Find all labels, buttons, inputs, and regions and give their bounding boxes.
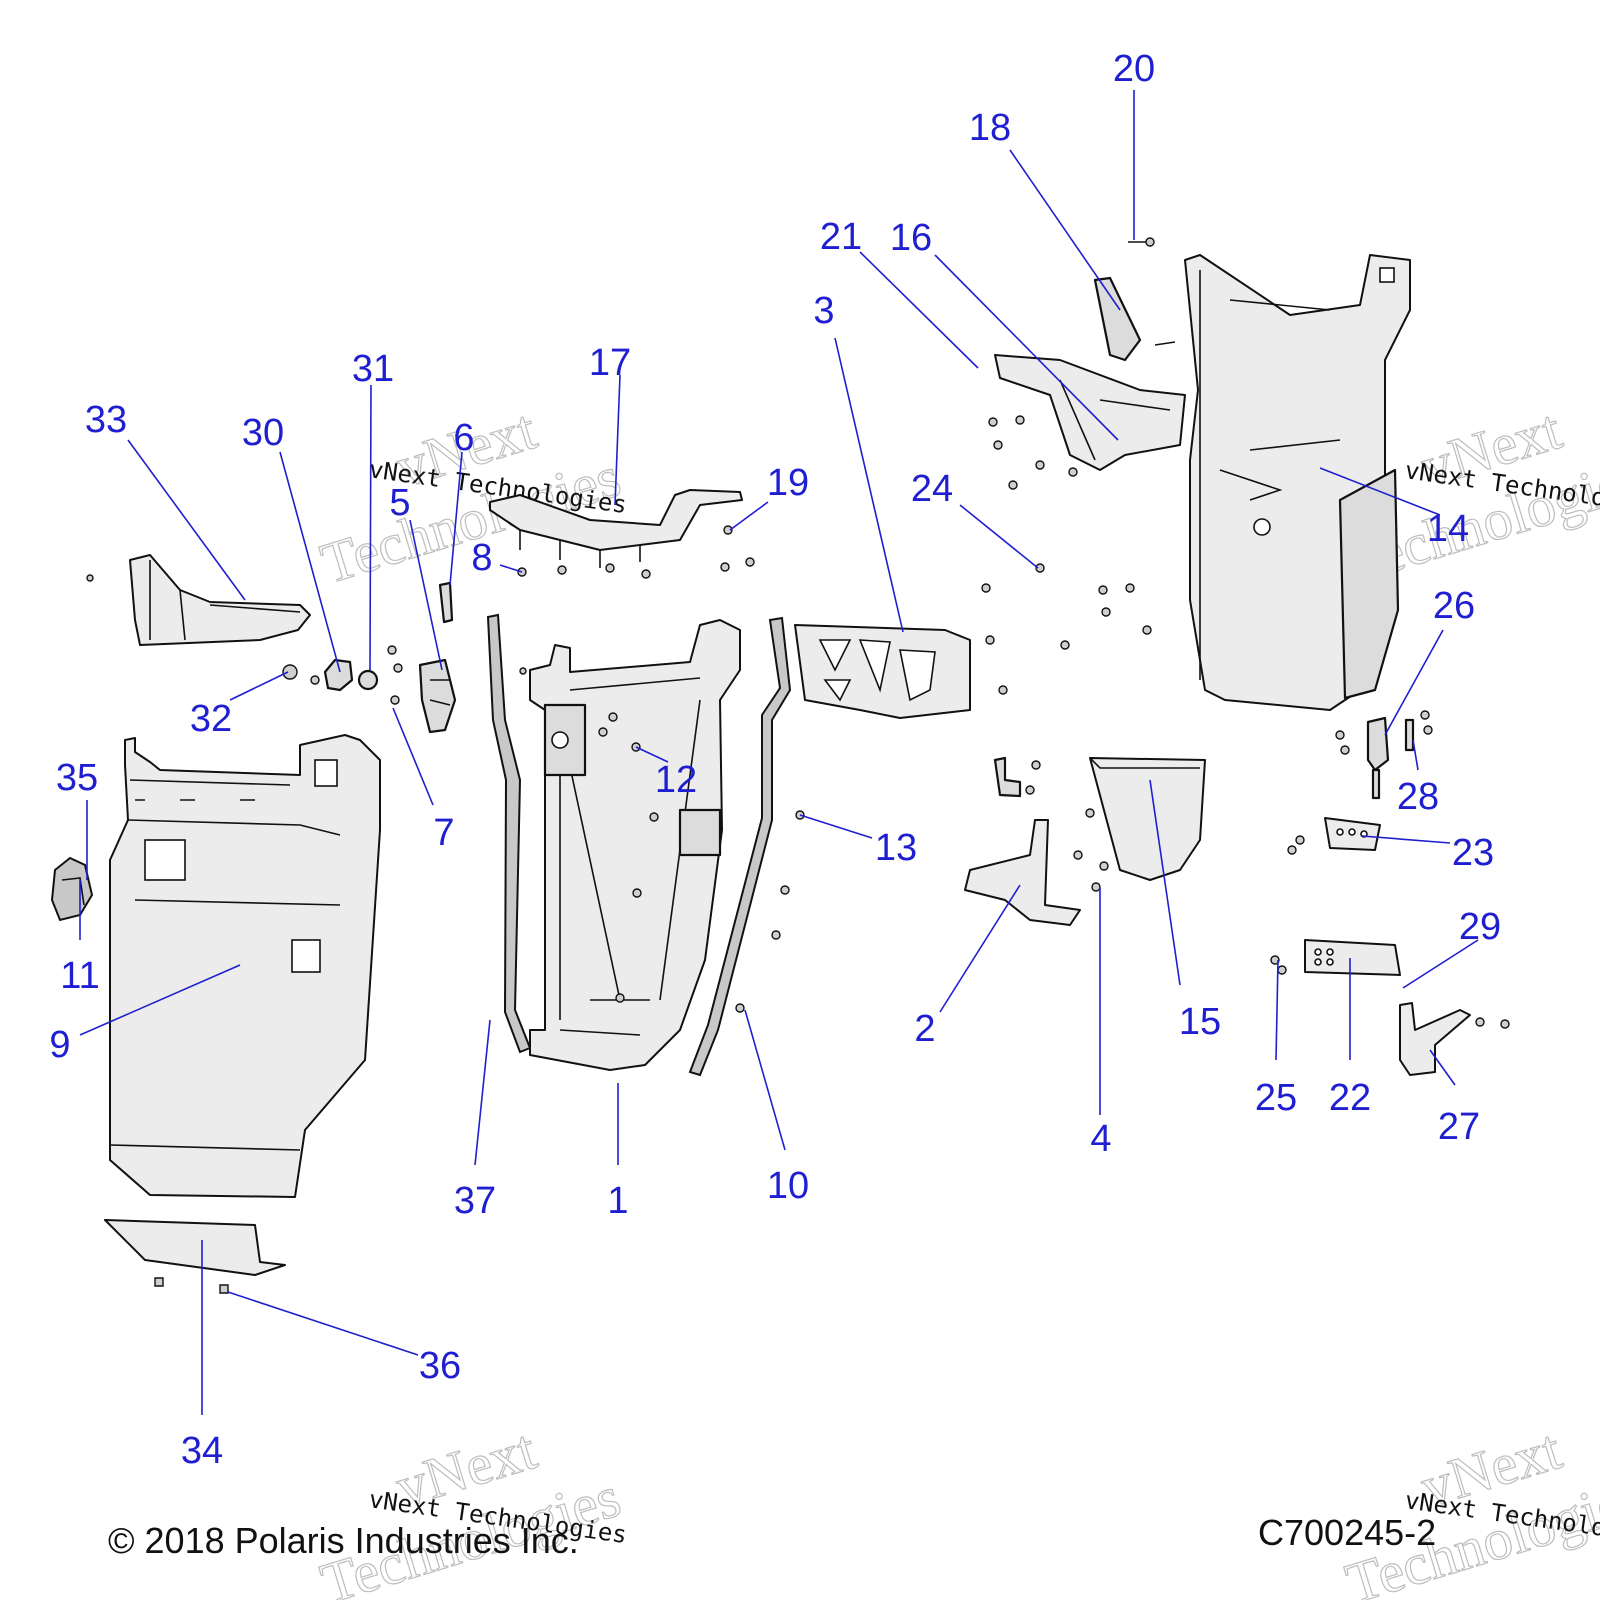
part-10-seal-right [688, 616, 792, 1077]
callout-8: 8 [471, 537, 492, 579]
part-6-striker [438, 581, 454, 624]
callout-31: 31 [352, 348, 394, 390]
callout-33: 33 [85, 399, 127, 441]
callout-25: 25 [1255, 1077, 1297, 1119]
callout-37: 37 [454, 1180, 496, 1222]
part-30-hinge-bracket [323, 658, 354, 692]
part-14-outer-door-shell [1184, 254, 1411, 711]
part-22-plate [1304, 939, 1401, 976]
callout-32: 32 [190, 698, 232, 740]
part-26-hinge [1366, 716, 1390, 800]
part-37-seal-left [486, 613, 532, 1054]
part-15-pocket [1089, 757, 1206, 881]
callout-18: 18 [969, 107, 1011, 149]
leader-14 [1319, 467, 1441, 516]
leader-2 [939, 884, 1021, 1013]
callout-13: 13 [875, 827, 917, 869]
leader-36 [227, 1291, 419, 1356]
callout-labels: 1234567891011121314151617181920212223242… [49, 48, 1501, 1472]
leader-30 [279, 451, 341, 673]
copyright-notice: © 2018 Polaris Industries Inc. [108, 1520, 579, 1561]
callout-35: 35 [56, 757, 98, 799]
leader-32 [229, 671, 289, 701]
leader-13 [799, 814, 873, 839]
leader-9 [79, 964, 241, 1036]
part-23-plate [1324, 817, 1381, 851]
part-bracket-small [993, 756, 1022, 798]
part-2-lower-bracket [964, 819, 1081, 926]
callout-5: 5 [389, 482, 410, 524]
leader-37 [474, 1019, 491, 1166]
part-17-top-bracket [489, 489, 743, 568]
callout-11: 11 [60, 955, 99, 997]
callout-28: 28 [1397, 776, 1439, 818]
leader-16 [934, 254, 1119, 441]
part-27-bracket [1399, 1002, 1471, 1076]
part-31-bushing [357, 669, 379, 691]
leader-28 [1412, 739, 1419, 771]
leader-25 [1275, 959, 1279, 1061]
part-34-bottom-trim [104, 1219, 286, 1294]
leader-17 [614, 374, 621, 506]
callout-6: 6 [453, 417, 474, 459]
callout-30: 30 [242, 412, 284, 454]
leader-19 [729, 501, 769, 531]
callout-22: 22 [1329, 1077, 1371, 1119]
callout-27: 27 [1438, 1106, 1480, 1148]
drawing-number: C700245-2 [1258, 1512, 1437, 1553]
leader-24 [959, 504, 1039, 569]
fastener-group [86, 415, 1510, 1029]
leader-8 [499, 564, 523, 573]
callout-34: 34 [181, 1430, 223, 1472]
callout-23: 23 [1452, 832, 1494, 874]
callout-21: 21 [820, 216, 862, 258]
leader-31 [369, 384, 372, 671]
leader-23 [1361, 835, 1451, 844]
part-9-lower-door-panel [109, 734, 381, 1198]
callout-24: 24 [911, 468, 953, 510]
leader-33 [127, 439, 246, 601]
callout-4: 4 [1090, 1118, 1111, 1160]
leader-15 [1149, 779, 1181, 986]
leader-29 [1402, 939, 1479, 989]
leader-18 [1009, 149, 1121, 311]
callout-9: 9 [49, 1024, 70, 1066]
callout-14: 14 [1427, 508, 1469, 550]
leader-12 [635, 746, 669, 763]
leader-26 [1384, 629, 1444, 736]
part-33-upper-trim [129, 554, 311, 646]
callout-16: 16 [890, 217, 932, 259]
callout-20: 20 [1113, 48, 1155, 90]
part-28-pin [1404, 718, 1415, 752]
part-5-latch-assembly [418, 658, 457, 734]
callout-19: 19 [767, 462, 809, 504]
callout-2: 2 [914, 1008, 935, 1050]
callout-29: 29 [1459, 906, 1501, 948]
leader-6 [449, 451, 463, 586]
part-20-bolt [1128, 237, 1176, 346]
leader-7 [392, 707, 434, 806]
callout-3: 3 [813, 290, 834, 332]
callout-36: 36 [419, 1345, 461, 1387]
callout-17: 17 [589, 342, 631, 384]
callout-12: 12 [655, 759, 697, 801]
leader-10 [744, 1009, 786, 1151]
leader-5 [409, 519, 443, 671]
leader-21 [859, 251, 979, 369]
leader-27 [1429, 1049, 1456, 1086]
callout-10: 10 [767, 1165, 809, 1207]
part-18-strap [1093, 276, 1142, 362]
leader-lines [79, 90, 1479, 1415]
part-32-nut [282, 664, 298, 680]
callout-26: 26 [1433, 585, 1475, 627]
callout-1: 1 [607, 1180, 628, 1222]
part-3-inner-bracket [794, 624, 971, 719]
callout-15: 15 [1179, 1001, 1221, 1043]
leader-3 [834, 337, 904, 633]
callout-7: 7 [433, 812, 454, 854]
part-11-latch-handle [50, 856, 94, 922]
part-1-door-frame [529, 619, 741, 1071]
